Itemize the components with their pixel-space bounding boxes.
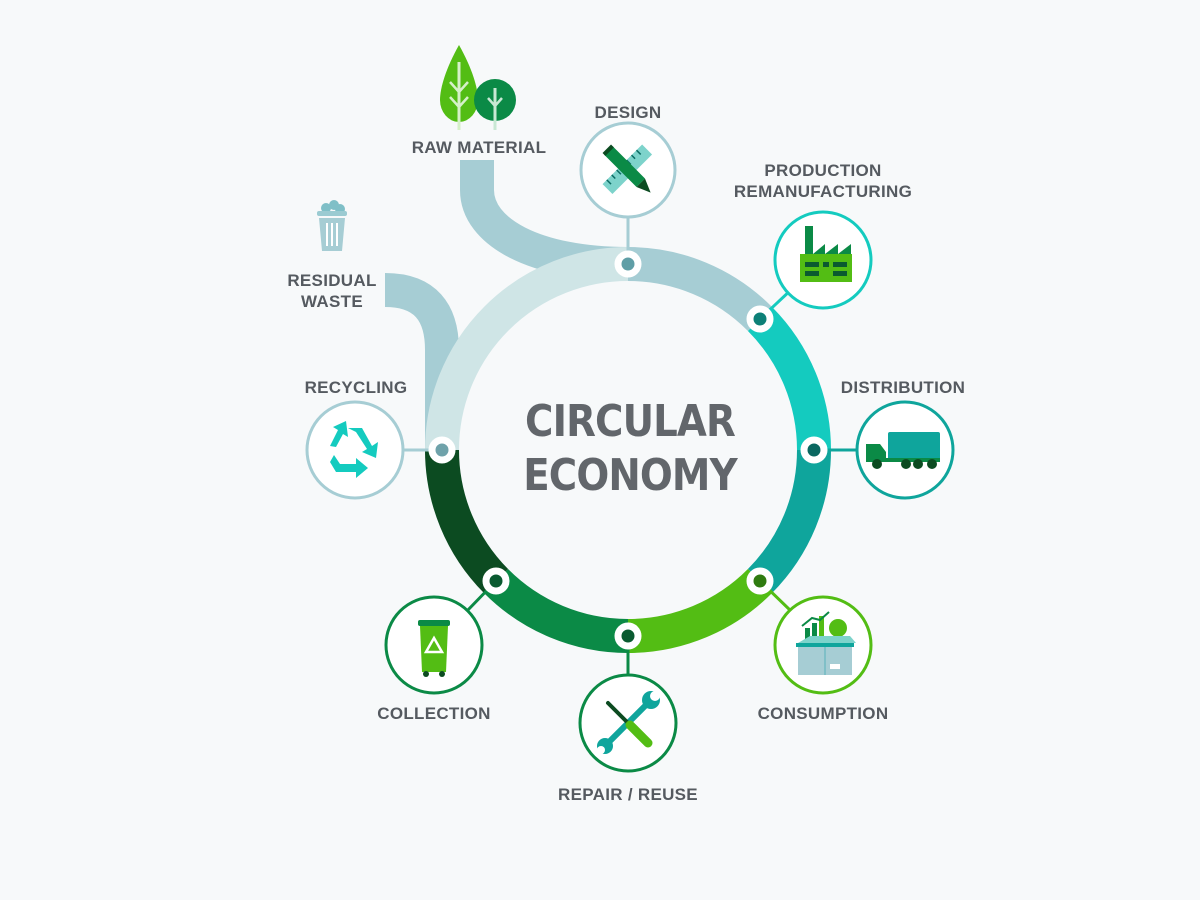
factory-icon	[800, 226, 852, 282]
node-recycling	[428, 436, 456, 464]
repair-reuse-label: REPAIR / REUSE	[558, 785, 698, 804]
ring-segment-design-production	[627, 247, 773, 332]
truck-icon	[866, 432, 940, 469]
residual-waste-flow	[384, 273, 459, 455]
recycling-bin-icon	[418, 620, 450, 677]
tree-icon	[440, 45, 516, 130]
ring-segment-consumption-repair	[627, 568, 773, 653]
collection-label: COLLECTION	[377, 704, 491, 723]
recycling-circle	[305, 400, 405, 500]
remanufacturing-label: REMANUFACTURING	[733, 182, 913, 201]
node-production	[746, 305, 774, 333]
distribution-label: DISTRIBUTION	[840, 378, 966, 397]
node-design	[614, 250, 642, 278]
box-money-icon	[796, 611, 856, 675]
recycle-icon	[330, 421, 378, 478]
recycling-label: RECYCLING	[304, 378, 408, 397]
ring-segment-recycling-design	[425, 247, 629, 451]
node-distribution	[800, 436, 828, 464]
production-label: PRODUCTION	[764, 161, 882, 180]
ring-segment-production-distribution	[747, 307, 831, 451]
node-repair	[614, 622, 642, 650]
raw-material-label: RAW MATERIAL	[411, 138, 547, 157]
node-consumption	[746, 567, 774, 595]
consumption-label: CONSUMPTION	[757, 704, 889, 723]
ring-segment-repair-collection	[483, 568, 629, 653]
trash-can-icon	[317, 200, 347, 251]
ring-segment-distribution-consumption	[747, 449, 831, 593]
pencil-ruler-icon	[602, 144, 653, 195]
wrench-screwdriver-icon	[597, 691, 660, 754]
node-collection	[482, 567, 510, 595]
title-economy: ECONOMY	[523, 450, 737, 501]
ring-segment-collection-recycling	[425, 449, 509, 593]
waste-label: WASTE	[301, 292, 363, 311]
design-label: DESIGN	[594, 103, 662, 122]
residual-label: RESIDUAL	[287, 271, 377, 290]
title-circular: CIRCULAR	[525, 396, 736, 447]
